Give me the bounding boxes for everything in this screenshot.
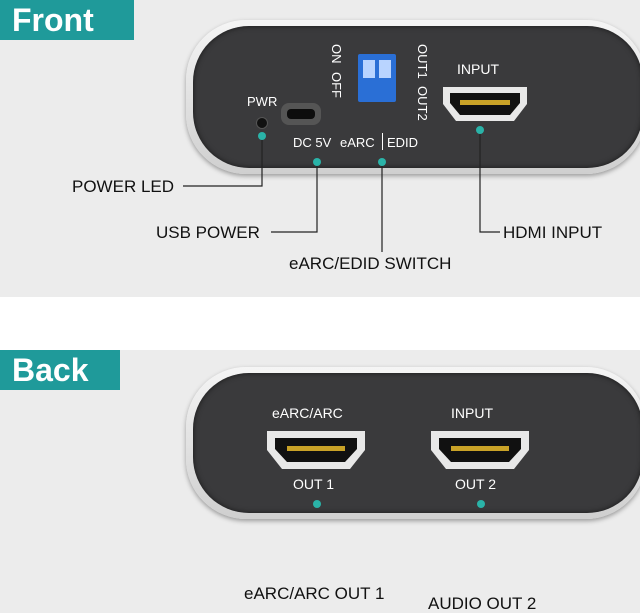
switch-divider bbox=[382, 133, 383, 150]
earc-out1-callout: eARC/ARC OUT 1 bbox=[244, 584, 385, 603]
hdmi-out2-port-icon bbox=[431, 431, 529, 469]
power-led-callout: POWER LED bbox=[72, 177, 175, 196]
pwr-label: PWR bbox=[247, 94, 278, 109]
usb-port-icon bbox=[287, 109, 315, 119]
out2-marker bbox=[477, 500, 485, 508]
dc5v-label: DC 5V bbox=[293, 135, 332, 150]
hdmi-input-port-icon bbox=[443, 87, 527, 121]
back-device-face bbox=[193, 373, 640, 513]
audio-out2-callout: AUDIO OUT 2 bbox=[428, 594, 537, 613]
back-input-label: INPUT bbox=[451, 405, 493, 421]
hdmi-out1-port-icon bbox=[267, 431, 365, 469]
front-input-label: INPUT bbox=[457, 61, 499, 77]
power-led-hole bbox=[256, 117, 268, 129]
earc-arc-label: eARC/ARC bbox=[272, 405, 343, 421]
power-led-marker bbox=[258, 132, 266, 140]
earc-label: eARC bbox=[340, 135, 375, 150]
out1-marker bbox=[313, 500, 321, 508]
usb-power-callout: USB POWER bbox=[156, 223, 260, 242]
hdmi-input-callout: HDMI INPUT bbox=[503, 223, 603, 242]
dip-switch-lever-2[interactable] bbox=[379, 60, 391, 78]
front-device-face bbox=[193, 26, 640, 168]
back-title: Back bbox=[0, 350, 120, 390]
out1-label-back: OUT 1 bbox=[293, 476, 334, 492]
switch-callout: eARC/EDID SWITCH bbox=[289, 254, 452, 273]
dip-switch-lever-1[interactable] bbox=[363, 60, 375, 78]
usb-power-marker bbox=[313, 158, 321, 166]
out2-label-back: OUT 2 bbox=[455, 476, 496, 492]
front-title: Front bbox=[0, 0, 134, 40]
hdmi-input-marker bbox=[476, 126, 484, 134]
edid-label: EDID bbox=[387, 135, 419, 150]
switch-marker bbox=[378, 158, 386, 166]
